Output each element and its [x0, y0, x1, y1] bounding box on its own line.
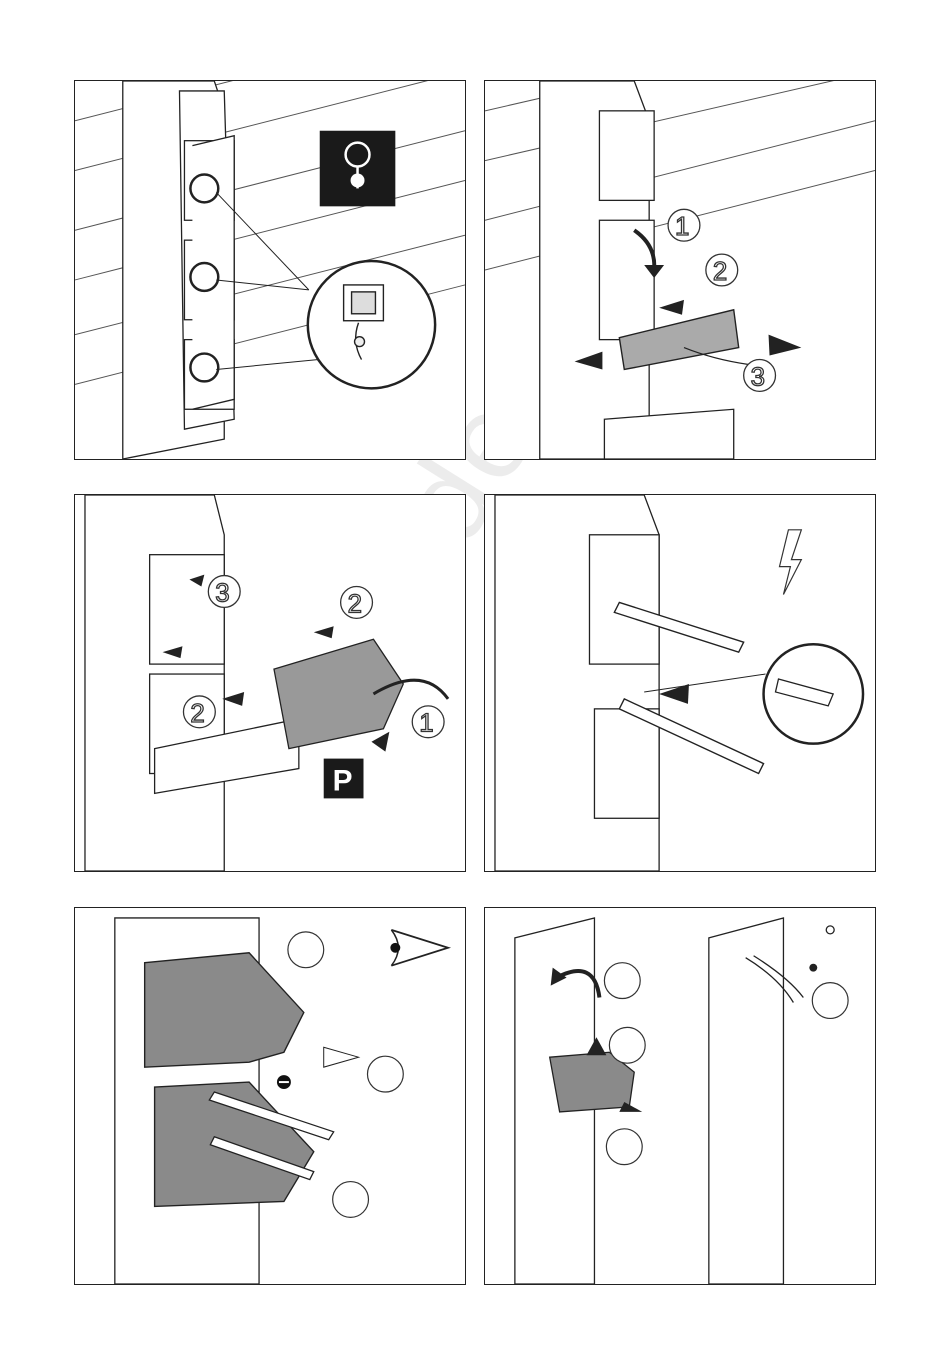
- step-3-label: 3: [751, 363, 765, 391]
- step-2b-label: 2: [190, 700, 204, 728]
- panel-4-voltage-test: [484, 494, 876, 872]
- parking-badge-label: P: [333, 764, 353, 797]
- panel-6-sleeve: [484, 907, 876, 1285]
- step-3-label: 3: [215, 579, 229, 607]
- voltage-warning-icon: [779, 530, 801, 595]
- panel-1-sealing: [74, 80, 466, 460]
- torx-icon: [826, 926, 834, 934]
- step-1-label: 1: [419, 710, 433, 738]
- eye-icon: [390, 930, 448, 966]
- panel-1-illustration: [75, 81, 465, 459]
- panel-2-removal: 1 2 3: [484, 80, 876, 460]
- panel-3-illustration: P 3 2 2 1: [75, 495, 465, 871]
- panel-4-illustration: [485, 495, 875, 871]
- panel-5-inspection: [74, 907, 466, 1285]
- step-2-label: 2: [348, 590, 362, 618]
- panel-3-parking: P 3 2 2 1: [74, 494, 466, 872]
- panel-6-illustration: [485, 908, 875, 1284]
- panel-2-illustration: 1 2 3: [485, 81, 875, 459]
- step-1-label: 1: [675, 213, 689, 241]
- step-2-label: 2: [713, 258, 727, 286]
- panel-5-illustration: [75, 908, 465, 1284]
